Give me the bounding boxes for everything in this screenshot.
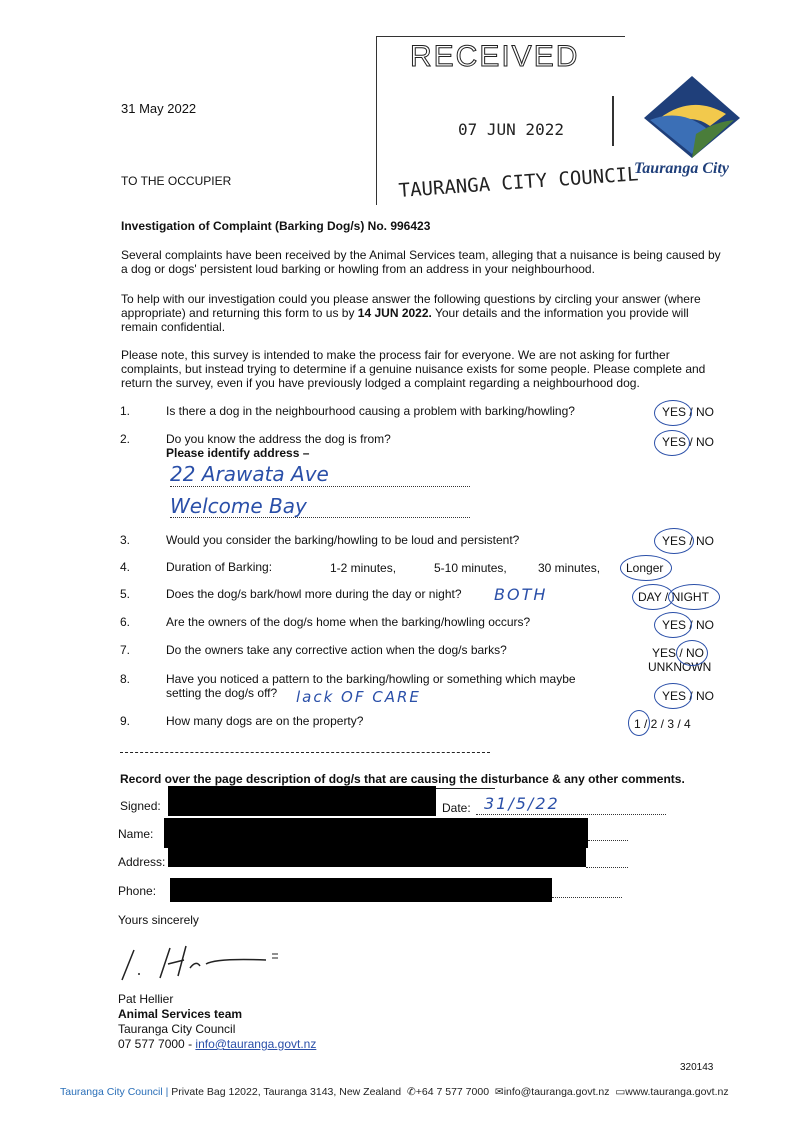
address-line: [586, 867, 628, 868]
q1-number: 1.: [120, 404, 131, 418]
tauranga-logo: [640, 74, 744, 158]
q7-number: 7.: [120, 643, 131, 657]
footer-brand: Tauranga City Council: [60, 1086, 163, 1098]
q4-option-3: 30 minutes,: [538, 561, 601, 575]
footer-phone: +64 7 577 7000: [415, 1086, 490, 1098]
q2-number: 2.: [120, 432, 131, 446]
address-label: Address:: [118, 855, 166, 869]
letter-date: 31 May 2022: [121, 101, 197, 116]
q4-text: Duration of Barking:: [166, 560, 273, 574]
address-line-2: [170, 517, 470, 518]
name-label: Name:: [118, 827, 154, 841]
stamp-received-text: RECEIVED: [409, 40, 580, 74]
address-line-1: [170, 486, 470, 487]
q9-text: How many dogs are on the property?: [166, 714, 364, 728]
phone-line: [552, 897, 622, 898]
q3-text: Would you consider the barking/howling t…: [166, 533, 520, 547]
q8-circle: [654, 683, 692, 709]
closing: Yours sincerely: [118, 913, 199, 927]
signature-image: [116, 934, 296, 984]
q6-number: 6.: [120, 615, 131, 629]
subject: Investigation of Complaint (Barking Dog/…: [121, 219, 431, 233]
q3-number: 3.: [120, 533, 131, 547]
q9-number: 9.: [120, 714, 131, 728]
q9-circle: [628, 710, 650, 736]
footer: Tauranga City Council | Private Bag 1202…: [60, 1086, 729, 1098]
q5-note: BOTH: [494, 585, 548, 604]
handwritten-address-1: 22 Arawata Ave: [170, 462, 329, 486]
q5-text: Does the dog/s bark/howl more during the…: [166, 587, 462, 601]
q8-text: Have you noticed a pattern to the barkin…: [166, 672, 576, 686]
q8-note: lack OF CARE: [296, 688, 421, 706]
q4-option-2: 5-10 minutes,: [434, 561, 507, 575]
q8-text-2: setting the dog/s off?: [166, 686, 278, 700]
q2-text: Do you know the address the dog is from?: [166, 432, 391, 446]
handwritten-address-2: Welcome Bay: [170, 494, 307, 518]
signoff-team: Animal Services team: [118, 1007, 243, 1021]
redacted-phone: [170, 878, 552, 902]
signoff-contact: 07 577 7000 - info@tauranga.govt.nz: [118, 1037, 317, 1051]
q5-number: 5.: [120, 587, 131, 601]
record-note: Record over the page description of dog/…: [120, 772, 685, 786]
q2-circle: [654, 430, 690, 456]
name-line: [588, 840, 628, 841]
q7-circle: [676, 640, 708, 666]
signed-label: Signed:: [120, 799, 161, 813]
paragraph-2: To help with our investigation could you…: [121, 292, 701, 334]
q1-circle: [654, 400, 692, 426]
paragraph-3: Please note, this survey is intended to …: [121, 348, 706, 390]
received-stamp: [376, 36, 625, 205]
q7-text: Do the owners take any corrective action…: [166, 643, 507, 657]
record-note-underline: [387, 788, 495, 789]
q4-circle: [620, 555, 672, 581]
q4-option-1: 1-2 minutes,: [330, 561, 397, 575]
q2-sub: Please identify address –: [166, 446, 310, 460]
footer-web[interactable]: www.tauranga.govt.nz: [625, 1086, 729, 1098]
logo-text: Tauranga City: [634, 160, 729, 177]
divider: [120, 752, 490, 753]
date-label: Date:: [442, 801, 471, 815]
paragraph-1: Several complaints have been received by…: [121, 248, 721, 276]
redacted-address: [168, 845, 586, 867]
stamp-date: 07 JUN 2022: [458, 120, 564, 139]
signoff-name: Pat Hellier: [118, 992, 174, 1006]
q6-circle: [654, 612, 692, 638]
web-icon: ▭: [615, 1086, 626, 1098]
handwritten-date: 31/5/22: [484, 794, 560, 813]
redacted-signature: [168, 786, 436, 816]
q4-number: 4.: [120, 560, 131, 574]
q3-circle: [654, 528, 694, 554]
phone-label: Phone:: [118, 884, 157, 898]
email-link[interactable]: info@tauranga.govt.nz: [195, 1037, 317, 1051]
signoff-org: Tauranga City Council: [118, 1022, 236, 1036]
date-line: [476, 814, 666, 815]
q1-text: Is there a dog in the neighbourhood caus…: [166, 404, 575, 418]
stamp-mark: [612, 96, 614, 146]
footer-email[interactable]: info@tauranga.govt.nz: [503, 1086, 610, 1098]
q8-number: 8.: [120, 672, 131, 686]
email-icon: ✉: [494, 1086, 504, 1098]
q5-circle-night: [668, 584, 720, 610]
redacted-name: [164, 818, 588, 848]
footer-address: Private Bag 12022, Tauranga 3143, New Ze…: [171, 1086, 402, 1098]
phone-icon: ✆: [406, 1086, 416, 1098]
q6-text: Are the owners of the dog/s home when th…: [166, 615, 531, 629]
addressee: TO THE OCCUPIER: [121, 174, 232, 188]
reference-number: 320143: [680, 1062, 714, 1073]
